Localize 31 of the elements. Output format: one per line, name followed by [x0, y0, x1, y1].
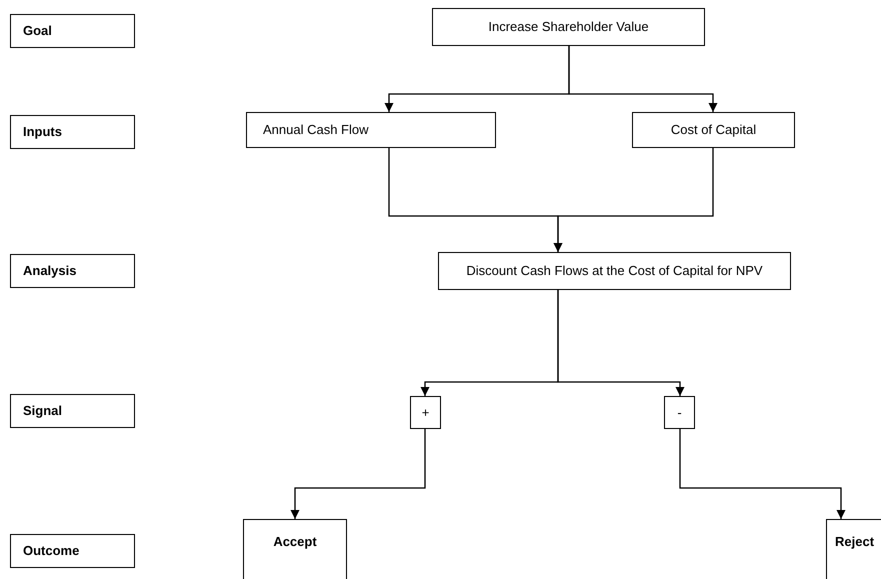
box-text: Increase Shareholder Value: [488, 18, 649, 36]
outcome-box: [243, 519, 347, 579]
box-text: Accept: [273, 533, 317, 551]
process-box: [432, 8, 705, 46]
process-box: [632, 112, 795, 148]
row-label-box: [10, 115, 135, 149]
box-text: Outcome: [23, 542, 80, 560]
box-text: Cost of Capital: [670, 121, 756, 140]
box-text: Annual Cash Flow: [263, 121, 368, 140]
box-text: +: [422, 404, 430, 422]
row-label-box: [10, 254, 135, 288]
row-label-box: [10, 394, 135, 428]
row-label-box: [10, 534, 135, 568]
box-text: -: [677, 404, 682, 422]
box-text: Goal: [23, 22, 52, 40]
arrow: [557, 290, 684, 396]
box-text: Inputs: [23, 123, 62, 142]
arrow: [290, 429, 426, 519]
arrow: [679, 429, 846, 519]
process-box: [246, 112, 496, 148]
box-text: Discount Cash Flows at the Cost of Capital for NPV: [466, 262, 763, 280]
signal-box: [410, 396, 441, 429]
arrow: [554, 148, 714, 252]
box-text: Analysis: [23, 262, 76, 280]
row-label-box: [10, 14, 135, 48]
box-text: Signal: [23, 402, 62, 420]
box-text: Reject: [835, 533, 874, 551]
signal-box: [664, 396, 695, 429]
outcome-box: [826, 519, 881, 579]
process-box: [438, 252, 791, 290]
arrow: [568, 46, 718, 112]
